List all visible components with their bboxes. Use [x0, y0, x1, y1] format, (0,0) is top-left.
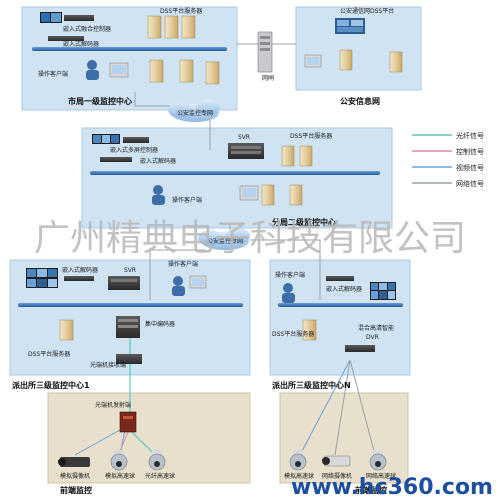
legend-item-network: 网络信号 [412, 179, 484, 188]
legend-label-control: 控制信号 [456, 147, 484, 156]
stationN-label-hybrid: 混合高清智能 [358, 324, 394, 332]
zone-city [21, 6, 238, 111]
front1-fiber-dome [148, 450, 166, 471]
branch-svr [228, 143, 264, 159]
front2-label-analog-dome: 模拟高速球 [284, 472, 314, 480]
bus-branch [90, 171, 380, 175]
station1-client-workstation [172, 275, 207, 296]
front1-zone-title: 前端监控 [60, 485, 92, 495]
gateway-label: 网闸 [262, 74, 274, 82]
station1-encoder-rack [116, 316, 140, 338]
stationN-client-workstation [282, 283, 295, 303]
cloud-mid-label: 公安监控专网 [207, 237, 243, 245]
front1-label-analog-camera: 模拟摄像机 [60, 472, 90, 480]
legend-label-video: 视频信号 [456, 163, 484, 172]
front2-network-camera [322, 455, 351, 467]
legend-item-video: 视频信号 [412, 163, 484, 172]
station1-label-client: 操作客户端 [168, 260, 198, 268]
station1-label-dss-server: DSS平台服务器 [28, 350, 70, 358]
zone-front1 [47, 392, 251, 484]
front2-label-network-dome: 网络高速球 [366, 472, 396, 480]
front2-analog-dome [289, 450, 307, 471]
legend-item-fiber: 光纤信号 [412, 131, 484, 140]
city-decoder [48, 36, 84, 41]
branch-label-client: 操作客户端 [172, 196, 202, 204]
branch-label-svr: SVR [238, 134, 250, 141]
branch-dss-servers [261, 145, 313, 206]
station1-label-decoder: 嵌入式解码器 [62, 266, 98, 274]
stationN-label-dss-server: DSS平台服务器 [272, 330, 314, 338]
front1-label-transmitter: 光端机发射端 [95, 401, 131, 409]
city-label-dss-server: DSS平台服务器 [160, 7, 202, 15]
front1-analog-camera [58, 457, 90, 467]
police-info-zone-title: 公安信息网 [340, 96, 380, 106]
station1-svr [108, 276, 140, 290]
stationN-label-decoder: 嵌入式解码器 [326, 285, 362, 293]
city-dss-servers [147, 15, 220, 85]
cloud-mid: 公安监控专网 [198, 228, 250, 250]
bus-stationN [278, 303, 403, 307]
front1-fiber-transmitter [119, 411, 137, 433]
company-watermark: 广州精典电子科技有限公司 [34, 218, 466, 259]
brand-mark: www.hc360.com [291, 475, 493, 500]
legend-label-fiber: 光纤信号 [456, 131, 484, 140]
legend: 光纤信号 控制信号 视频信号 网络信号 [412, 131, 484, 188]
legend-item-control: 控制信号 [412, 147, 484, 156]
bus-city [32, 47, 227, 51]
police-info-workstation [304, 54, 322, 68]
front1-label-fiber-dome: 光纤高速球 [145, 472, 175, 480]
station1-video-wall [26, 268, 58, 288]
branch-decoder [100, 157, 132, 162]
stationN-dvr [345, 345, 375, 352]
station1-label-svr: SVR [124, 267, 136, 274]
bus-station1 [18, 303, 243, 307]
station1-label-encoder: 集中编码器 [145, 320, 175, 328]
station1-dss-server [59, 319, 74, 341]
front1-label-analog-dome: 模拟高速球 [105, 472, 135, 480]
station1-label-fiber-receiver: 光端机接收端 [90, 361, 126, 369]
city-client-workstation [86, 60, 129, 80]
front2-network-dome [369, 450, 387, 471]
cloud-top-label: 公安监控专网 [177, 109, 213, 117]
station1-decoder [64, 276, 94, 281]
branch-client-workstation [152, 185, 259, 205]
stationN-decoder [326, 276, 354, 281]
city-video-wall [40, 12, 62, 23]
cloud-top: 公安监控专网 [168, 100, 220, 122]
police-info-servers [339, 49, 403, 73]
front2-zone-title: 前端监控 [355, 485, 387, 495]
branch-label-multiscreen: 嵌入式多屏控制器 [110, 146, 158, 154]
front1-analog-dome [110, 450, 128, 471]
legend-label-network: 网络信号 [456, 179, 484, 188]
police-info-label-platform: 公安通信网DSS平台 [340, 7, 394, 15]
stationN-video-wall [370, 282, 396, 300]
gateway-device [257, 31, 273, 73]
front2-label-network-camera: 网络摄像机 [322, 472, 352, 480]
stationN-dss-server [302, 319, 317, 341]
stationN-label-client: 操作客户端 [275, 271, 305, 279]
brand-text: www.hc360.com [291, 475, 493, 500]
branch-zone-title: 分局二级监控中心 [272, 217, 336, 227]
city-label-client: 操作客户端 [38, 70, 68, 78]
police-info-platform [335, 18, 365, 34]
city-label-fusion-controller: 嵌入式融合控制器 [63, 25, 111, 33]
branch-multiscreen-controller [123, 137, 149, 143]
branch-label-decoder: 嵌入式解码器 [140, 157, 176, 165]
stationN-zone-title: 派出所三级监控中心N [272, 380, 351, 390]
city-label-decoder: 嵌入式解码器 [63, 40, 99, 48]
stationN-label-dvr: DVR [366, 334, 379, 341]
city-fusion-controller [64, 15, 94, 21]
branch-video-wall [92, 134, 120, 144]
station1-zone-title: 派出所三级监控中心1 [12, 380, 90, 390]
station1-fiber-receiver [116, 354, 142, 364]
city-zone-title: 市局一级监控中心 [68, 96, 132, 106]
branch-label-dss-server: DSS平台服务器 [290, 132, 332, 140]
